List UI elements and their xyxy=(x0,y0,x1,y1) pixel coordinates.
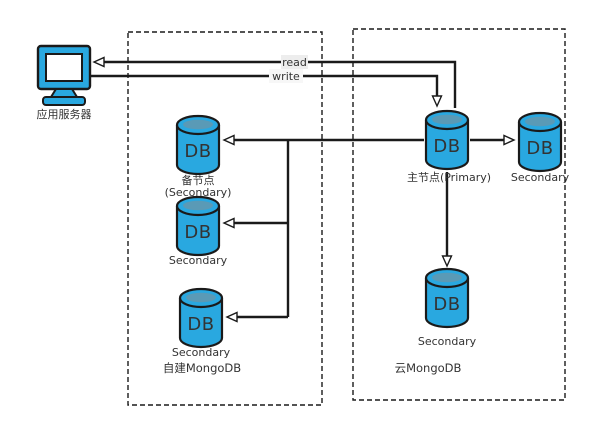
primary-label: 主节点(Primary) xyxy=(407,171,491,184)
db-glyph: DB xyxy=(526,138,553,159)
arrowhead-to-left-secondary2 xyxy=(222,217,235,229)
arrowhead-to-left-secondary3 xyxy=(225,311,238,323)
application-server-label: 应用服务器 xyxy=(37,107,92,121)
write-flow-line xyxy=(90,74,439,98)
application-server-icon xyxy=(36,44,92,106)
bottom-secondary-label: Secondary xyxy=(418,335,477,348)
db-glyph: DB xyxy=(433,136,460,157)
read-label-bg xyxy=(281,55,308,69)
cloud-box-title: 云MongoDB xyxy=(395,361,462,375)
arrowhead-read-to-client xyxy=(92,56,105,68)
connection-lines xyxy=(90,60,506,319)
arrowheads xyxy=(92,56,516,323)
cloud-mongodb-box xyxy=(352,28,566,401)
arrowhead-to-left-secondary1 xyxy=(222,134,235,146)
left-secondary-1-label-line1: 备节点 xyxy=(182,173,215,187)
read-flow-line xyxy=(97,60,457,108)
selfhosted-box-title: 自建MongoDB xyxy=(163,361,241,375)
read-label: read xyxy=(282,56,307,69)
db-glyph: DB xyxy=(184,222,211,243)
write-label: write xyxy=(272,70,300,83)
db-glyph: DB xyxy=(187,314,214,335)
arrowhead-to-bottom-secondary xyxy=(441,255,453,268)
arrowhead-write-to-primary xyxy=(431,95,443,108)
left-secondary-1-label-line2: (Secondary) xyxy=(165,186,232,199)
left-secondary-3-label: Secondary xyxy=(172,346,231,359)
db-glyph: DB xyxy=(433,294,460,315)
selfhosted-mongodb-box xyxy=(127,31,323,406)
arrowhead-to-right-secondary xyxy=(503,134,516,146)
write-label-bg xyxy=(269,69,303,83)
db-glyph: DB xyxy=(184,141,211,162)
right-secondary-label: Secondary xyxy=(511,171,570,184)
left-secondary-2-label: Secondary xyxy=(169,254,228,267)
